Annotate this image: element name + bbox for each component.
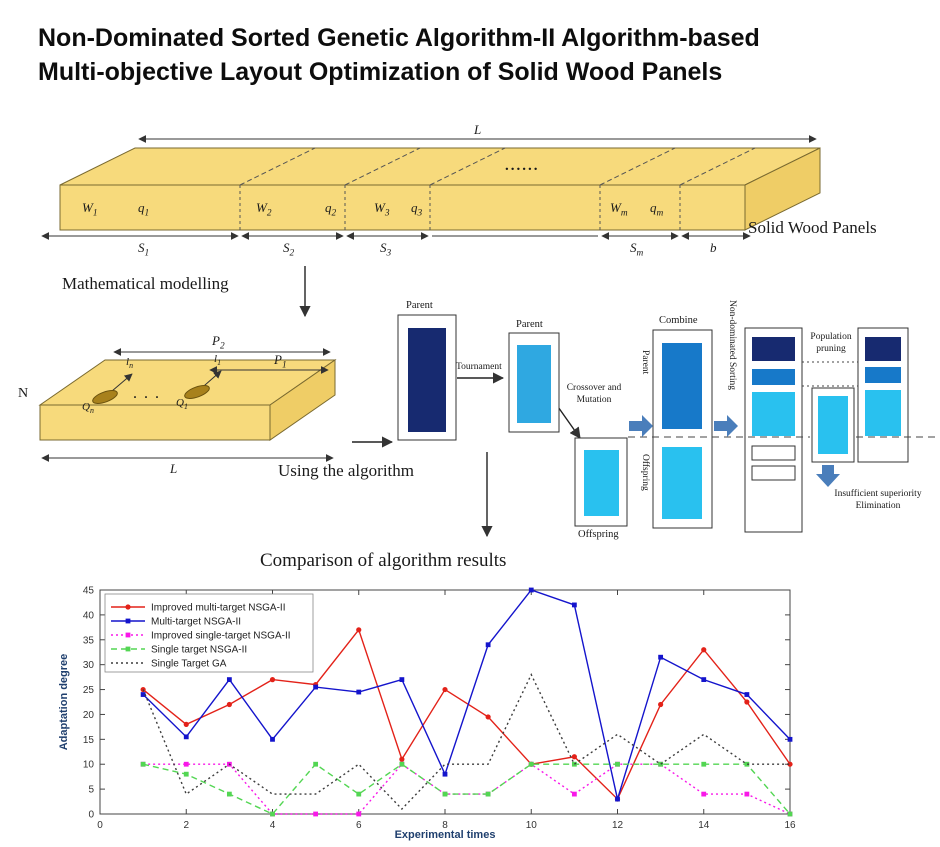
svg-text:35: 35 — [83, 635, 95, 646]
svg-text:40: 40 — [83, 610, 95, 621]
svg-text:6: 6 — [356, 820, 362, 831]
svg-text:14: 14 — [698, 820, 710, 831]
model-ln-label: ln — [126, 356, 134, 371]
model-length-label: L — [170, 461, 178, 476]
model-l1-label: l1 — [214, 353, 222, 368]
flow-combine-parent-label: Parent — [640, 350, 650, 375]
panel-w2-label: W2 — [256, 200, 272, 219]
panel-qm-label: qm — [650, 200, 664, 219]
svg-text:30: 30 — [83, 660, 95, 671]
svg-text:Single target NSGA-II: Single target NSGA-II — [151, 645, 247, 656]
svg-text:12: 12 — [612, 820, 624, 831]
panel-q3-label: q3 — [411, 200, 423, 219]
model-p2-label: P2 — [212, 333, 225, 352]
flow-crossover-label: Crossover and Mutation — [566, 383, 622, 405]
flow-elimination-label: Insufficient superiority Elimination — [834, 489, 922, 511]
model-n-label: N — [18, 386, 29, 401]
panel-caption: Solid Wood Panels — [748, 218, 877, 237]
panel-s1-label: S1 — [138, 240, 150, 259]
svg-text:Improved multi-target NSGA-II: Improved multi-target NSGA-II — [151, 603, 285, 614]
flow-tournament-label: Tournament — [456, 362, 502, 372]
panel-b-label: b — [710, 240, 717, 255]
svg-text:20: 20 — [83, 710, 95, 721]
flow-parent1-label: Parent — [406, 300, 433, 311]
model-p1-label: P1 — [274, 352, 287, 371]
workpiece-ellipses — [92, 385, 210, 404]
svg-text:Multi-target NSGA-II: Multi-target NSGA-II — [151, 617, 241, 628]
figure-title-line1: Non-Dominated Sorted Genetic Algorithm-I… — [38, 24, 760, 52]
panel-w1-label: W1 — [82, 200, 98, 219]
figure-title-line2: Multi-objective Layout Optimization of S… — [38, 57, 723, 86]
svg-text:Experimental times: Experimental times — [395, 829, 496, 841]
svg-text:Improved single-target NSGA-II: Improved single-target NSGA-II — [151, 631, 291, 642]
flow-combine-offspring-label: Offspring — [640, 454, 650, 491]
svg-text:Adaptation degree: Adaptation degree — [58, 654, 70, 751]
figure-title: Non-Dominated Sorted Genetic Algorithm-I… — [38, 22, 918, 89]
flow-pruning-label: Population pruning — [810, 332, 852, 354]
panel-w3-label: W3 — [374, 200, 390, 219]
svg-text:10: 10 — [526, 820, 538, 831]
svg-text:15: 15 — [83, 735, 95, 746]
model-q1-label: Q1 — [176, 397, 188, 412]
flow-fat-arrows — [629, 415, 840, 487]
svg-text:5: 5 — [88, 785, 94, 796]
flow-combine-label: Combine — [659, 315, 698, 326]
wood-panel-shape — [59, 147, 821, 231]
svg-text:8: 8 — [442, 820, 448, 831]
panel-ellipsis: ...... — [505, 158, 540, 174]
model-qn-label: Qn — [82, 401, 94, 416]
panel-length-label: L — [474, 122, 482, 137]
svg-text:10: 10 — [83, 760, 95, 771]
modelling-label: Mathematical modelling — [62, 274, 229, 293]
comparison-title: Comparison of algorithm results — [260, 550, 507, 571]
flow-parent2-label: Parent — [516, 319, 543, 330]
panel-q1-label: q1 — [138, 200, 150, 219]
svg-text:45: 45 — [83, 586, 95, 597]
panel-q2-label: q2 — [325, 200, 337, 219]
svg-text:16: 16 — [784, 820, 796, 831]
svg-text:2: 2 — [183, 820, 189, 831]
panel-wm-label: Wm — [610, 200, 628, 219]
panel-s3-label: S3 — [380, 240, 392, 259]
model-ellipsis: · · · — [133, 390, 162, 404]
panel-s2-label: S2 — [283, 240, 295, 259]
svg-text:0: 0 — [97, 820, 103, 831]
svg-text:Single Target GA: Single Target GA — [151, 659, 227, 670]
svg-text:0: 0 — [88, 810, 94, 821]
algorithm-label: Using the algorithm — [278, 461, 414, 480]
panel-sm-label: Sm — [630, 240, 644, 259]
svg-text:25: 25 — [83, 685, 95, 696]
svg-text:4: 4 — [270, 820, 276, 831]
flow-offspring-label: Offspring — [578, 529, 619, 540]
flow-nds-label: Non-dominated Sorting — [727, 300, 737, 390]
